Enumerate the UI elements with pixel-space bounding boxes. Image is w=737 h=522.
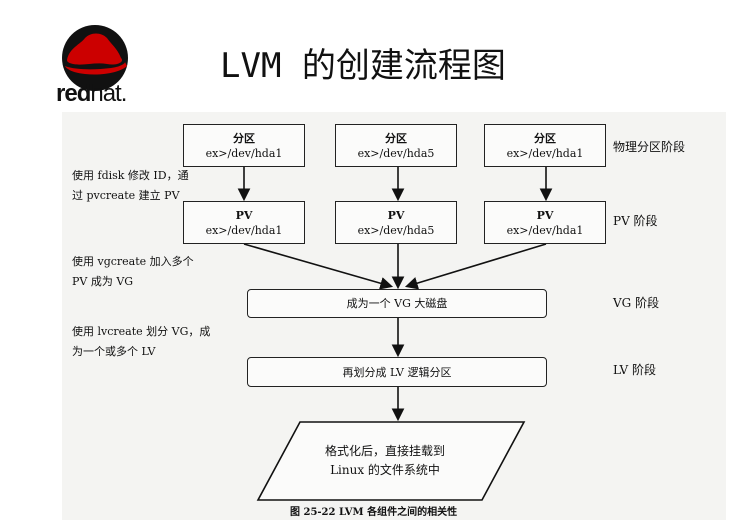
box-label: PV	[235, 208, 253, 222]
note-vgcreate: 使用 vgcreate 加入多个 PV 成为 VG	[72, 252, 194, 292]
box-device: ex>/dev/hda5	[357, 223, 435, 237]
box-device: ex>/dev/hda1	[205, 146, 283, 160]
filesystem-line-1: 格式化后，直接挂载到	[324, 444, 445, 458]
page-title: LVM 的创建流程图	[220, 46, 506, 86]
brand-dot: .	[120, 80, 128, 107]
filesystem-parallelogram	[256, 421, 526, 501]
vg-box-label: 成为一个 VG 大磁盘	[346, 297, 448, 310]
note-lvcreate-line-1: 使用 lvcreate 划分 VG，成	[72, 325, 211, 338]
note-vgcreate-line-1: 使用 vgcreate 加入多个	[72, 255, 194, 268]
stage-vg: VG 阶段	[613, 296, 660, 310]
box-device: ex>/dev/hda1	[506, 223, 584, 237]
pv-box-3: PV ex>/dev/hda1	[484, 201, 606, 244]
stage-lv: LV 阶段	[613, 363, 657, 377]
filesystem-text: 格式化后，直接挂载到 Linux 的文件系统中	[290, 442, 480, 480]
phys-partition-box-2: 分区 ex>/dev/hda5	[335, 124, 457, 167]
note-lvcreate: 使用 lvcreate 划分 VG，成 为一个或多个 LV	[72, 322, 210, 362]
note-pvcreate-line-2: 过 pvcreate 建立 PV	[72, 189, 180, 202]
note-vgcreate-line-2: PV 成为 VG	[72, 275, 134, 288]
pv-box-2: PV ex>/dev/hda5	[335, 201, 457, 244]
vg-box: 成为一个 VG 大磁盘	[247, 289, 547, 318]
box-device: ex>/dev/hda5	[357, 146, 435, 160]
pv-box-1: PV ex>/dev/hda1	[183, 201, 305, 244]
note-lvcreate-line-2: 为一个或多个 LV	[72, 345, 156, 358]
box-label: 分区	[233, 131, 255, 145]
redhat-logo	[62, 25, 128, 91]
box-label: 分区	[385, 131, 407, 145]
stage-physical: 物理分区阶段	[613, 140, 686, 154]
redhat-wordmark: redhat.	[56, 80, 128, 108]
box-label: PV	[536, 208, 554, 222]
box-label: PV	[387, 208, 405, 222]
lv-box-label: 再划分成 LV 逻辑分区	[342, 365, 452, 379]
filesystem-line-2: Linux 的文件系统中	[330, 463, 440, 477]
box-label: 分区	[534, 131, 556, 145]
lv-box: 再划分成 LV 逻辑分区	[247, 357, 547, 387]
brand-thin: hat	[90, 80, 121, 107]
brand-bold: red	[56, 80, 91, 107]
note-pvcreate-line-1: 使用 fdisk 修改 ID，通	[72, 169, 189, 182]
box-device: ex>/dev/hda1	[506, 146, 584, 160]
note-pvcreate: 使用 fdisk 修改 ID，通 过 pvcreate 建立 PV	[72, 166, 189, 206]
stage-pv: PV 阶段	[613, 214, 658, 228]
phys-partition-box-3: 分区 ex>/dev/hda1	[484, 124, 606, 167]
phys-partition-box-1: 分区 ex>/dev/hda1	[183, 124, 305, 167]
figure-caption: 图 25-22 LVM 各组件之间的相关性	[290, 507, 458, 518]
box-device: ex>/dev/hda1	[205, 223, 283, 237]
